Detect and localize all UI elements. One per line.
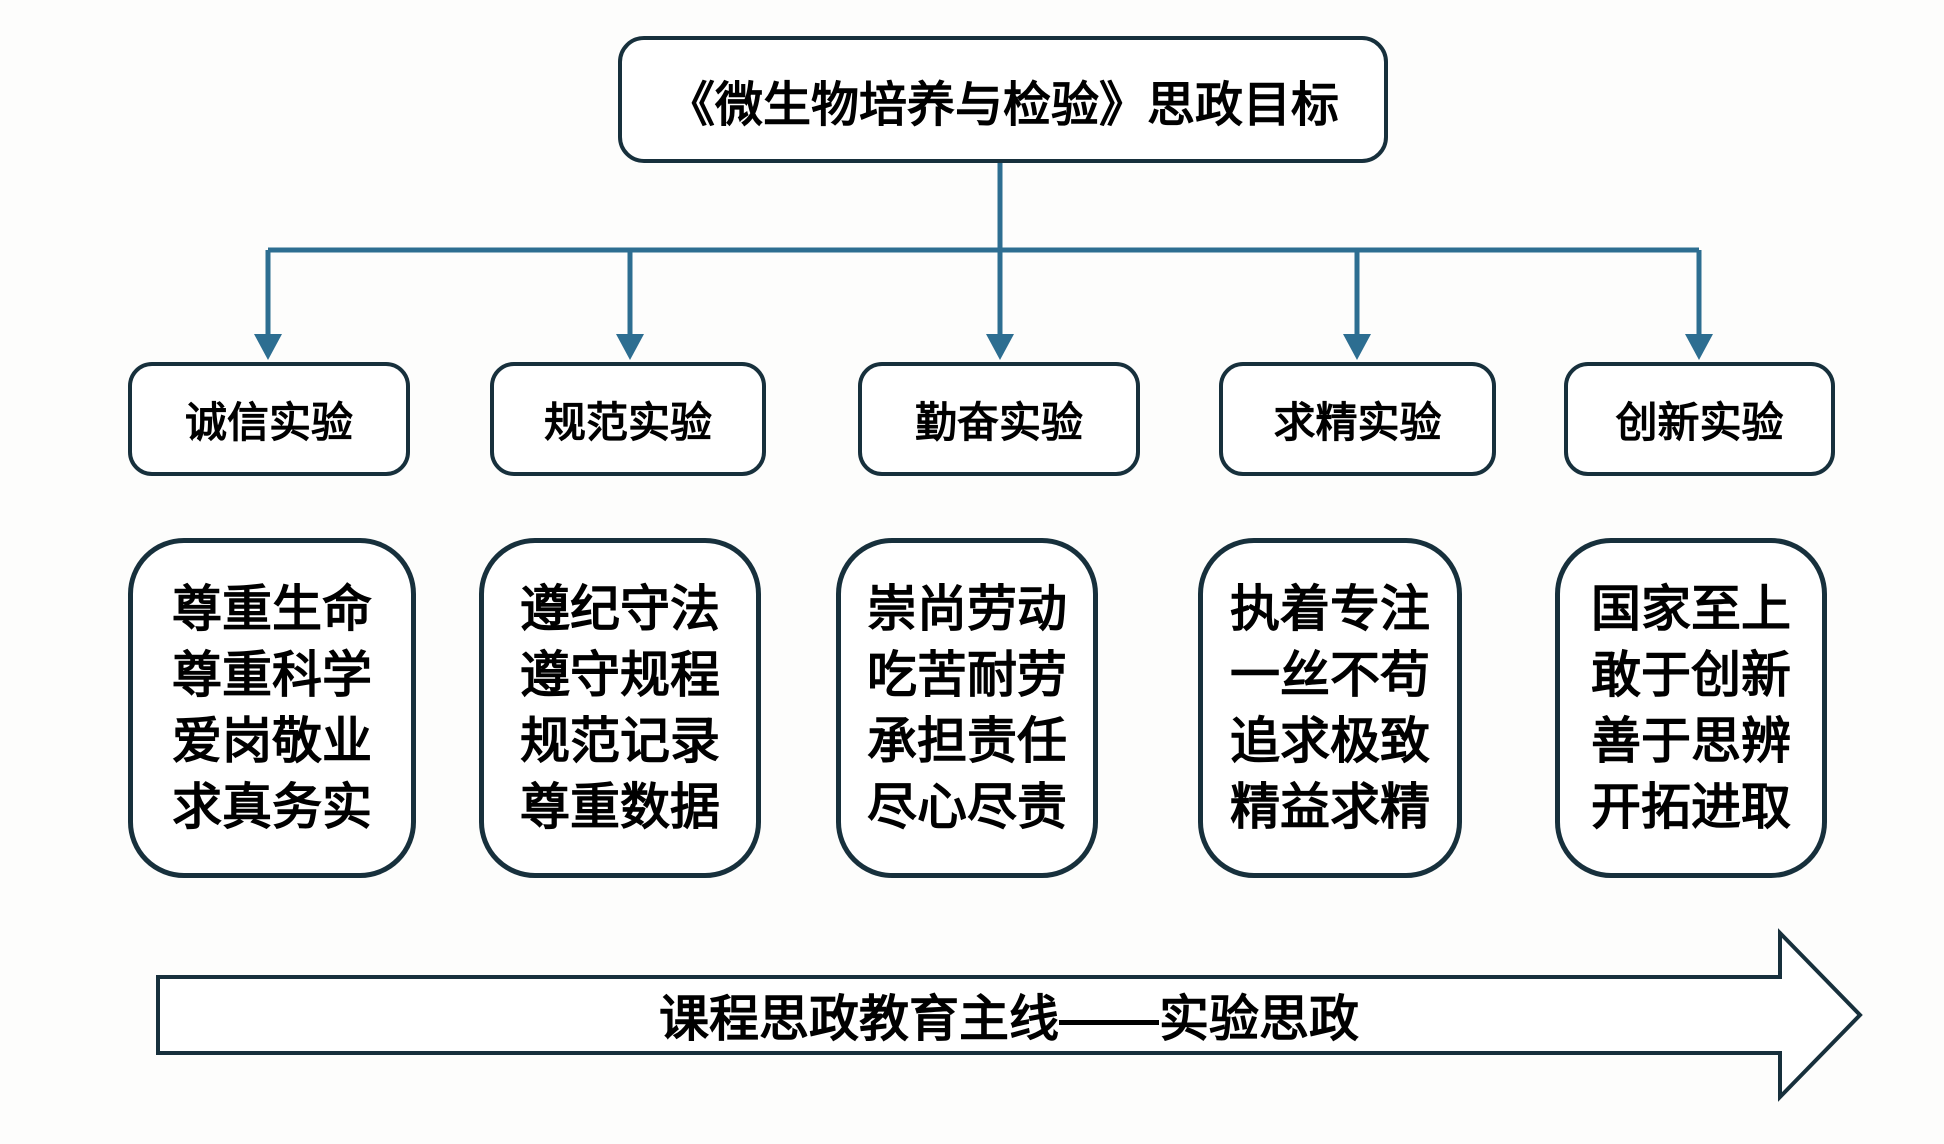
branch-label: 诚信实验	[185, 389, 353, 450]
value-line: 尊重生命	[172, 576, 372, 642]
values-box-standards: 遵纪守法 遵守规程 规范记录 尊重数据	[479, 538, 761, 878]
value-line: 国家至上	[1591, 576, 1791, 642]
down-arrowhead-icon	[1685, 334, 1713, 360]
branch-box-integrity: 诚信实验	[128, 362, 410, 476]
down-arrowhead-icon	[616, 334, 644, 360]
value-line: 敢于创新	[1591, 642, 1791, 708]
value-line: 一丝不苟	[1230, 642, 1430, 708]
value-line: 爱岗敬业	[172, 708, 372, 774]
value-line: 崇尚劳动	[867, 576, 1067, 642]
values-box-integrity: 尊重生命 尊重科学 爱岗敬业 求真务实	[128, 538, 416, 878]
value-line: 追求极致	[1230, 708, 1430, 774]
branch-box-diligence: 勤奋实验	[858, 362, 1140, 476]
branch-label: 勤奋实验	[915, 389, 1083, 450]
value-line: 尽心尽责	[867, 774, 1067, 840]
value-line: 遵守规程	[520, 642, 720, 708]
branch-label: 规范实验	[544, 389, 712, 450]
branch-box-innovation: 创新实验	[1564, 362, 1835, 476]
value-line: 尊重科学	[172, 642, 372, 708]
value-line: 开拓进取	[1591, 774, 1791, 840]
value-line: 求真务实	[172, 774, 372, 840]
down-arrowhead-icon	[254, 334, 282, 360]
value-line: 精益求精	[1230, 774, 1430, 840]
values-box-innovation: 国家至上 敢于创新 善于思辨 开拓进取	[1555, 538, 1827, 878]
branch-box-standards: 规范实验	[490, 362, 766, 476]
value-line: 遵纪守法	[520, 576, 720, 642]
value-line: 吃苦耐劳	[867, 642, 1067, 708]
values-box-diligence: 崇尚劳动 吃苦耐劳 承担责任 尽心尽责	[836, 538, 1098, 878]
value-line: 执着专注	[1230, 576, 1430, 642]
branch-label: 求精实验	[1273, 389, 1441, 450]
value-line: 承担责任	[867, 708, 1067, 774]
down-arrowhead-icon	[986, 334, 1014, 360]
values-box-precision: 执着专注 一丝不苟 追求极致 精益求精	[1198, 538, 1462, 878]
baseline-label: 课程思政教育主线——实验思政	[158, 977, 1860, 1053]
title-box: 《微生物培养与检验》思政目标	[618, 36, 1388, 163]
value-line: 善于思辨	[1591, 708, 1791, 774]
branch-label: 创新实验	[1615, 389, 1783, 450]
down-arrowhead-icon	[1343, 334, 1371, 360]
title-text: 《微生物培养与检验》思政目标	[667, 65, 1339, 135]
value-line: 尊重数据	[520, 774, 720, 840]
branch-box-precision: 求精实验	[1219, 362, 1496, 476]
value-line: 规范记录	[520, 708, 720, 774]
